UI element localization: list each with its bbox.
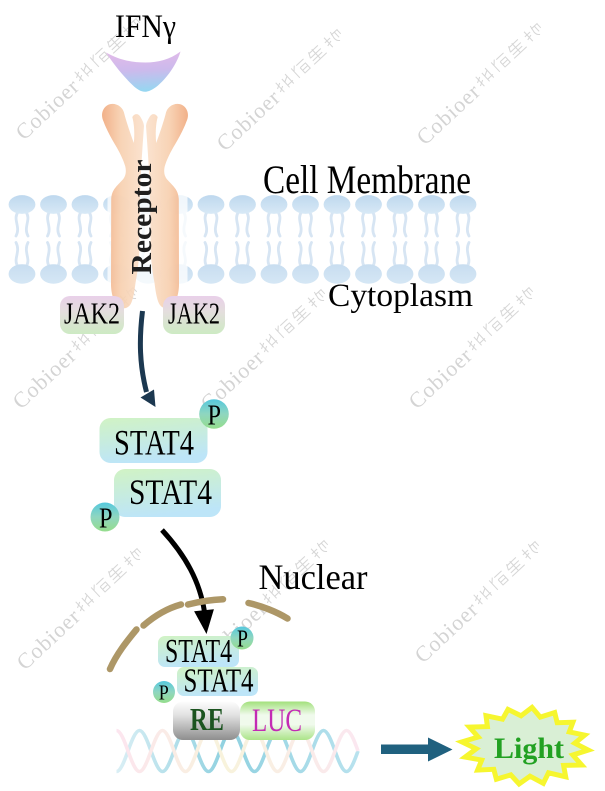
svg-text:P: P <box>159 681 169 705</box>
svg-text:Cobioer: Cobioer <box>409 596 483 667</box>
svg-text:Light: Light <box>494 732 564 765</box>
svg-text:STAT4: STAT4 <box>129 472 212 512</box>
svg-text:STAT4: STAT4 <box>184 663 254 700</box>
svg-text:Cobioer: Cobioer <box>211 84 285 155</box>
svg-text:P: P <box>208 400 222 432</box>
svg-text:Cobioer: Cobioer <box>10 73 84 144</box>
svg-text:Receptor: Receptor <box>126 159 158 274</box>
svg-text:Nuclear: Nuclear <box>259 557 368 597</box>
svg-text:P: P <box>237 627 248 653</box>
svg-text:RE: RE <box>190 701 224 737</box>
svg-text:Cobioer: Cobioer <box>11 603 85 674</box>
svg-text:LUC: LUC <box>252 703 302 739</box>
svg-text:JAK2: JAK2 <box>64 296 120 331</box>
svg-text:Cytoplasm: Cytoplasm <box>328 278 473 314</box>
svg-text:Cobioer: Cobioer <box>7 342 81 413</box>
svg-text:Cobioer: Cobioer <box>403 342 477 413</box>
svg-text:Cell Membrane: Cell Membrane <box>263 157 471 202</box>
svg-text:JAK2: JAK2 <box>168 296 220 331</box>
svg-text:STAT4: STAT4 <box>165 633 232 670</box>
svg-text:P: P <box>99 503 113 535</box>
svg-text:IFNγ: IFNγ <box>115 9 176 45</box>
svg-text:Cobioer: Cobioer <box>411 78 485 149</box>
svg-text:STAT4: STAT4 <box>114 423 194 463</box>
